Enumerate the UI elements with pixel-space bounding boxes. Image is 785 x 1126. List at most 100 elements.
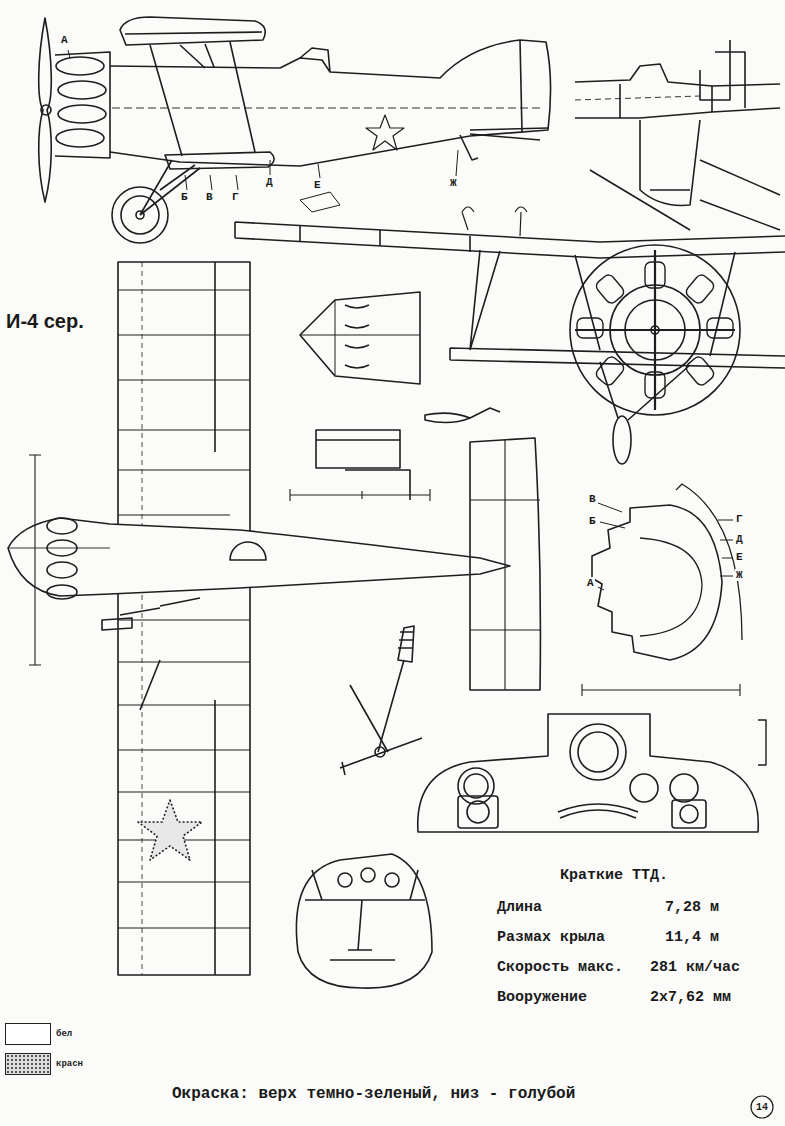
plan-view xyxy=(8,262,540,975)
control-stick-line xyxy=(350,685,388,752)
control-stick-line xyxy=(375,747,385,757)
cockpit-detail-line xyxy=(620,84,712,118)
side-view-line xyxy=(520,40,522,132)
legend-swatch xyxy=(5,1023,51,1045)
front-view-line xyxy=(450,348,785,368)
callout-letter: Б xyxy=(588,515,597,527)
front-view-line xyxy=(300,226,470,252)
plan-view-line xyxy=(118,290,250,928)
side-view-line xyxy=(460,135,478,160)
front-view-line xyxy=(575,250,735,410)
legend-swatch xyxy=(5,1053,51,1075)
front-view-line xyxy=(613,416,631,464)
color-note: Окраска: верх темно-зеленый, низ - голуб… xyxy=(172,1086,575,1104)
side-view-line xyxy=(112,108,540,109)
callout-letter: А xyxy=(60,34,69,46)
plan-view-line xyxy=(29,455,41,665)
plan-view-line xyxy=(470,438,540,690)
cowl-detail-line xyxy=(316,439,400,441)
side-view-line xyxy=(56,57,104,75)
instrument-panel-line xyxy=(670,774,698,802)
cowl-detail-line xyxy=(290,489,430,501)
plan-view-line xyxy=(102,598,200,710)
front-view-line xyxy=(462,207,527,236)
side-view-line xyxy=(140,160,200,215)
spec-name: Вооружение xyxy=(497,990,587,1007)
page-number: 14 xyxy=(756,1102,768,1113)
callout-letter: Д xyxy=(735,533,744,545)
cowling-ring-line xyxy=(676,484,742,640)
instrument-panel-line xyxy=(570,724,626,780)
cockpit-detail-line xyxy=(575,64,780,86)
instrument-panel-line xyxy=(558,804,638,818)
front-view-line xyxy=(470,250,735,356)
cockpit-detail-line xyxy=(575,108,780,118)
front-view-line-line xyxy=(684,273,716,306)
side-view-line xyxy=(300,192,340,212)
plan-view-line xyxy=(230,542,266,560)
instrument-panel-line xyxy=(758,720,766,765)
callout-letter: А xyxy=(586,577,595,589)
callout-letter: В xyxy=(588,493,597,505)
side-view-line xyxy=(366,115,404,150)
page-number-ring xyxy=(751,1096,773,1118)
side-view-line xyxy=(120,17,265,45)
plan-view-line xyxy=(47,518,77,534)
plan-view-line xyxy=(118,262,250,975)
callout-letter: Г xyxy=(735,513,744,525)
plan-view-line xyxy=(47,585,77,599)
callout-letter: Г xyxy=(231,191,240,203)
plan-view-line xyxy=(47,562,77,578)
cowl-detail-line xyxy=(300,292,420,384)
callout-letter: Д xyxy=(265,176,274,188)
side-view-line xyxy=(55,52,110,158)
cockpit-detail-line xyxy=(575,96,700,100)
cowling-ring-line xyxy=(640,538,702,636)
cockpit-detail xyxy=(575,40,780,230)
side-view-line xyxy=(150,42,255,156)
front-view-line-line xyxy=(577,318,603,338)
cowl-detail-line xyxy=(345,305,369,368)
callout-letter: Ж xyxy=(735,569,744,581)
cowling-ring xyxy=(582,484,742,696)
cowling-ring-line xyxy=(592,505,722,660)
side-view-line xyxy=(68,50,458,190)
cowling-ring-line xyxy=(582,684,740,696)
spec-name: Длина xyxy=(497,900,542,917)
front-view-line xyxy=(425,408,500,423)
side-view-line xyxy=(58,105,106,123)
cowl-detail-line xyxy=(300,300,420,376)
front-view-line-line xyxy=(594,355,626,388)
cockpit-view-line xyxy=(385,873,399,887)
side-view-line xyxy=(470,128,548,140)
side-view-line xyxy=(56,129,104,147)
spec-name: Скорость макс. xyxy=(497,960,623,977)
instrument-panel-line xyxy=(464,774,488,798)
instrument-panel-line xyxy=(578,732,618,772)
side-view-line xyxy=(300,48,330,72)
callout-letter: Ж xyxy=(449,177,458,189)
side-view-line xyxy=(39,18,52,202)
drawing-title: И-4 сер. xyxy=(6,310,84,332)
front-view-line xyxy=(600,362,690,420)
spec-value: 7,28 м xyxy=(665,900,719,917)
side-view xyxy=(39,17,551,243)
cowl-detail xyxy=(290,292,430,501)
front-view-line-line xyxy=(707,318,733,338)
plan-view-line xyxy=(138,800,202,860)
plan-view-line xyxy=(142,262,143,975)
control-stick-line xyxy=(378,660,404,752)
cockpit-detail-line xyxy=(590,160,780,230)
legend-text: бел xyxy=(56,1030,72,1040)
spec-value: 2x7,62 мм xyxy=(650,990,731,1007)
callout-letter: Б xyxy=(180,191,189,203)
spec-name: Размах крыла xyxy=(497,930,605,947)
control-stick-line xyxy=(398,626,414,662)
callout-letter: Е xyxy=(735,551,744,563)
cockpit-view-line xyxy=(330,900,395,960)
plan-view-line xyxy=(470,440,540,690)
spec-value: 281 км/час xyxy=(650,960,740,977)
instrument-panel-line xyxy=(680,805,698,823)
cowling-ring-line xyxy=(598,503,733,590)
